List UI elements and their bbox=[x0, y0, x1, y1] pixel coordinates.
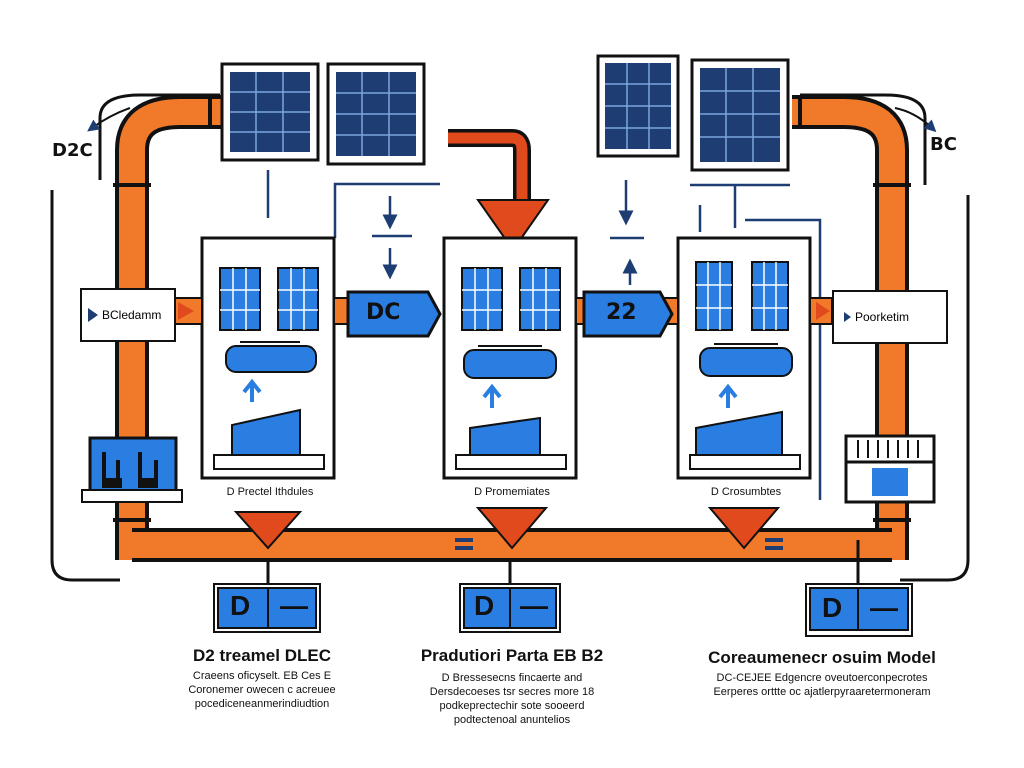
corner-arrows bbox=[87, 107, 937, 133]
bottom-block-left bbox=[213, 583, 321, 633]
top-down-arrow bbox=[448, 129, 550, 252]
bottom-block-right-letter: D bbox=[822, 592, 843, 623]
solar-panel bbox=[220, 62, 320, 162]
corner-label-right: BC bbox=[930, 134, 957, 155]
bottom-block-left-letter: D bbox=[230, 590, 251, 621]
column-line: D Bressesecns fincaerte and bbox=[441, 672, 583, 684]
play-icon bbox=[88, 308, 98, 322]
bottom-block-right-dash: — bbox=[870, 592, 898, 623]
play-icon bbox=[844, 312, 851, 322]
battery-device-left bbox=[81, 436, 183, 503]
hub-box-right bbox=[582, 290, 674, 338]
bottom-block-center-letter: D bbox=[474, 590, 495, 621]
solar-panel bbox=[596, 54, 680, 158]
bottom-block-left-dash: — bbox=[280, 590, 308, 621]
solar-panel bbox=[690, 58, 790, 172]
solar-panel bbox=[326, 62, 426, 166]
battery-device-right bbox=[844, 434, 936, 504]
column-line: pocediceneanmerindiudtion bbox=[194, 698, 330, 710]
bottom-block-center bbox=[459, 583, 561, 633]
hub-label-right: 22 bbox=[606, 300, 637, 325]
module-panel-right bbox=[676, 236, 812, 480]
column-line: Craeens oficyselt. EB Ces E bbox=[192, 670, 332, 682]
outer-wires bbox=[50, 93, 970, 582]
side-box-left: BCledamm bbox=[80, 288, 176, 342]
pipe-down-arrows bbox=[233, 507, 781, 550]
panel-caption-center: D Promemiates bbox=[474, 486, 550, 498]
column-title-left: D2 treamel DLEC bbox=[193, 646, 331, 665]
block-stems bbox=[266, 540, 860, 584]
module-panel-center bbox=[442, 236, 578, 480]
bottom-block-center-dash: — bbox=[520, 590, 548, 621]
column-line: podkeprectechir sote sooeerd bbox=[439, 700, 585, 712]
connection-lines bbox=[266, 170, 822, 500]
side-box-right: Poorketim bbox=[832, 290, 948, 344]
column-line: Dersdecoeses tsr secres more 18 bbox=[429, 686, 595, 698]
hub-box-left bbox=[346, 290, 442, 338]
pipe-markers bbox=[455, 538, 783, 550]
column-line: podtectenoal anuntelios bbox=[453, 714, 571, 726]
column-line: Coronemer owecen c acreuee bbox=[188, 684, 336, 696]
side-box-right-label: Poorketim bbox=[855, 310, 910, 324]
column-title-center: Pradutiori Parta EB B2 bbox=[420, 646, 604, 665]
column-title-right: Coreaumenecr osuim Model bbox=[708, 648, 936, 667]
bottom-block-right bbox=[805, 583, 913, 637]
corner-label-left: D2C bbox=[52, 140, 93, 161]
panel-caption-left: D Prectel Ithdules bbox=[226, 486, 314, 498]
hub-label-left: DC bbox=[366, 300, 401, 325]
panel-caption-right: D Crosumbtes bbox=[710, 486, 782, 498]
side-box-left-label: BCledamm bbox=[102, 308, 162, 322]
column-line: Eerperes orttte oc ajatlerpyraaretermone… bbox=[713, 686, 931, 698]
module-panel-left bbox=[200, 236, 336, 480]
column-line: DC-CEJEE Edgencre oveutoerconpecrotes bbox=[716, 672, 928, 684]
